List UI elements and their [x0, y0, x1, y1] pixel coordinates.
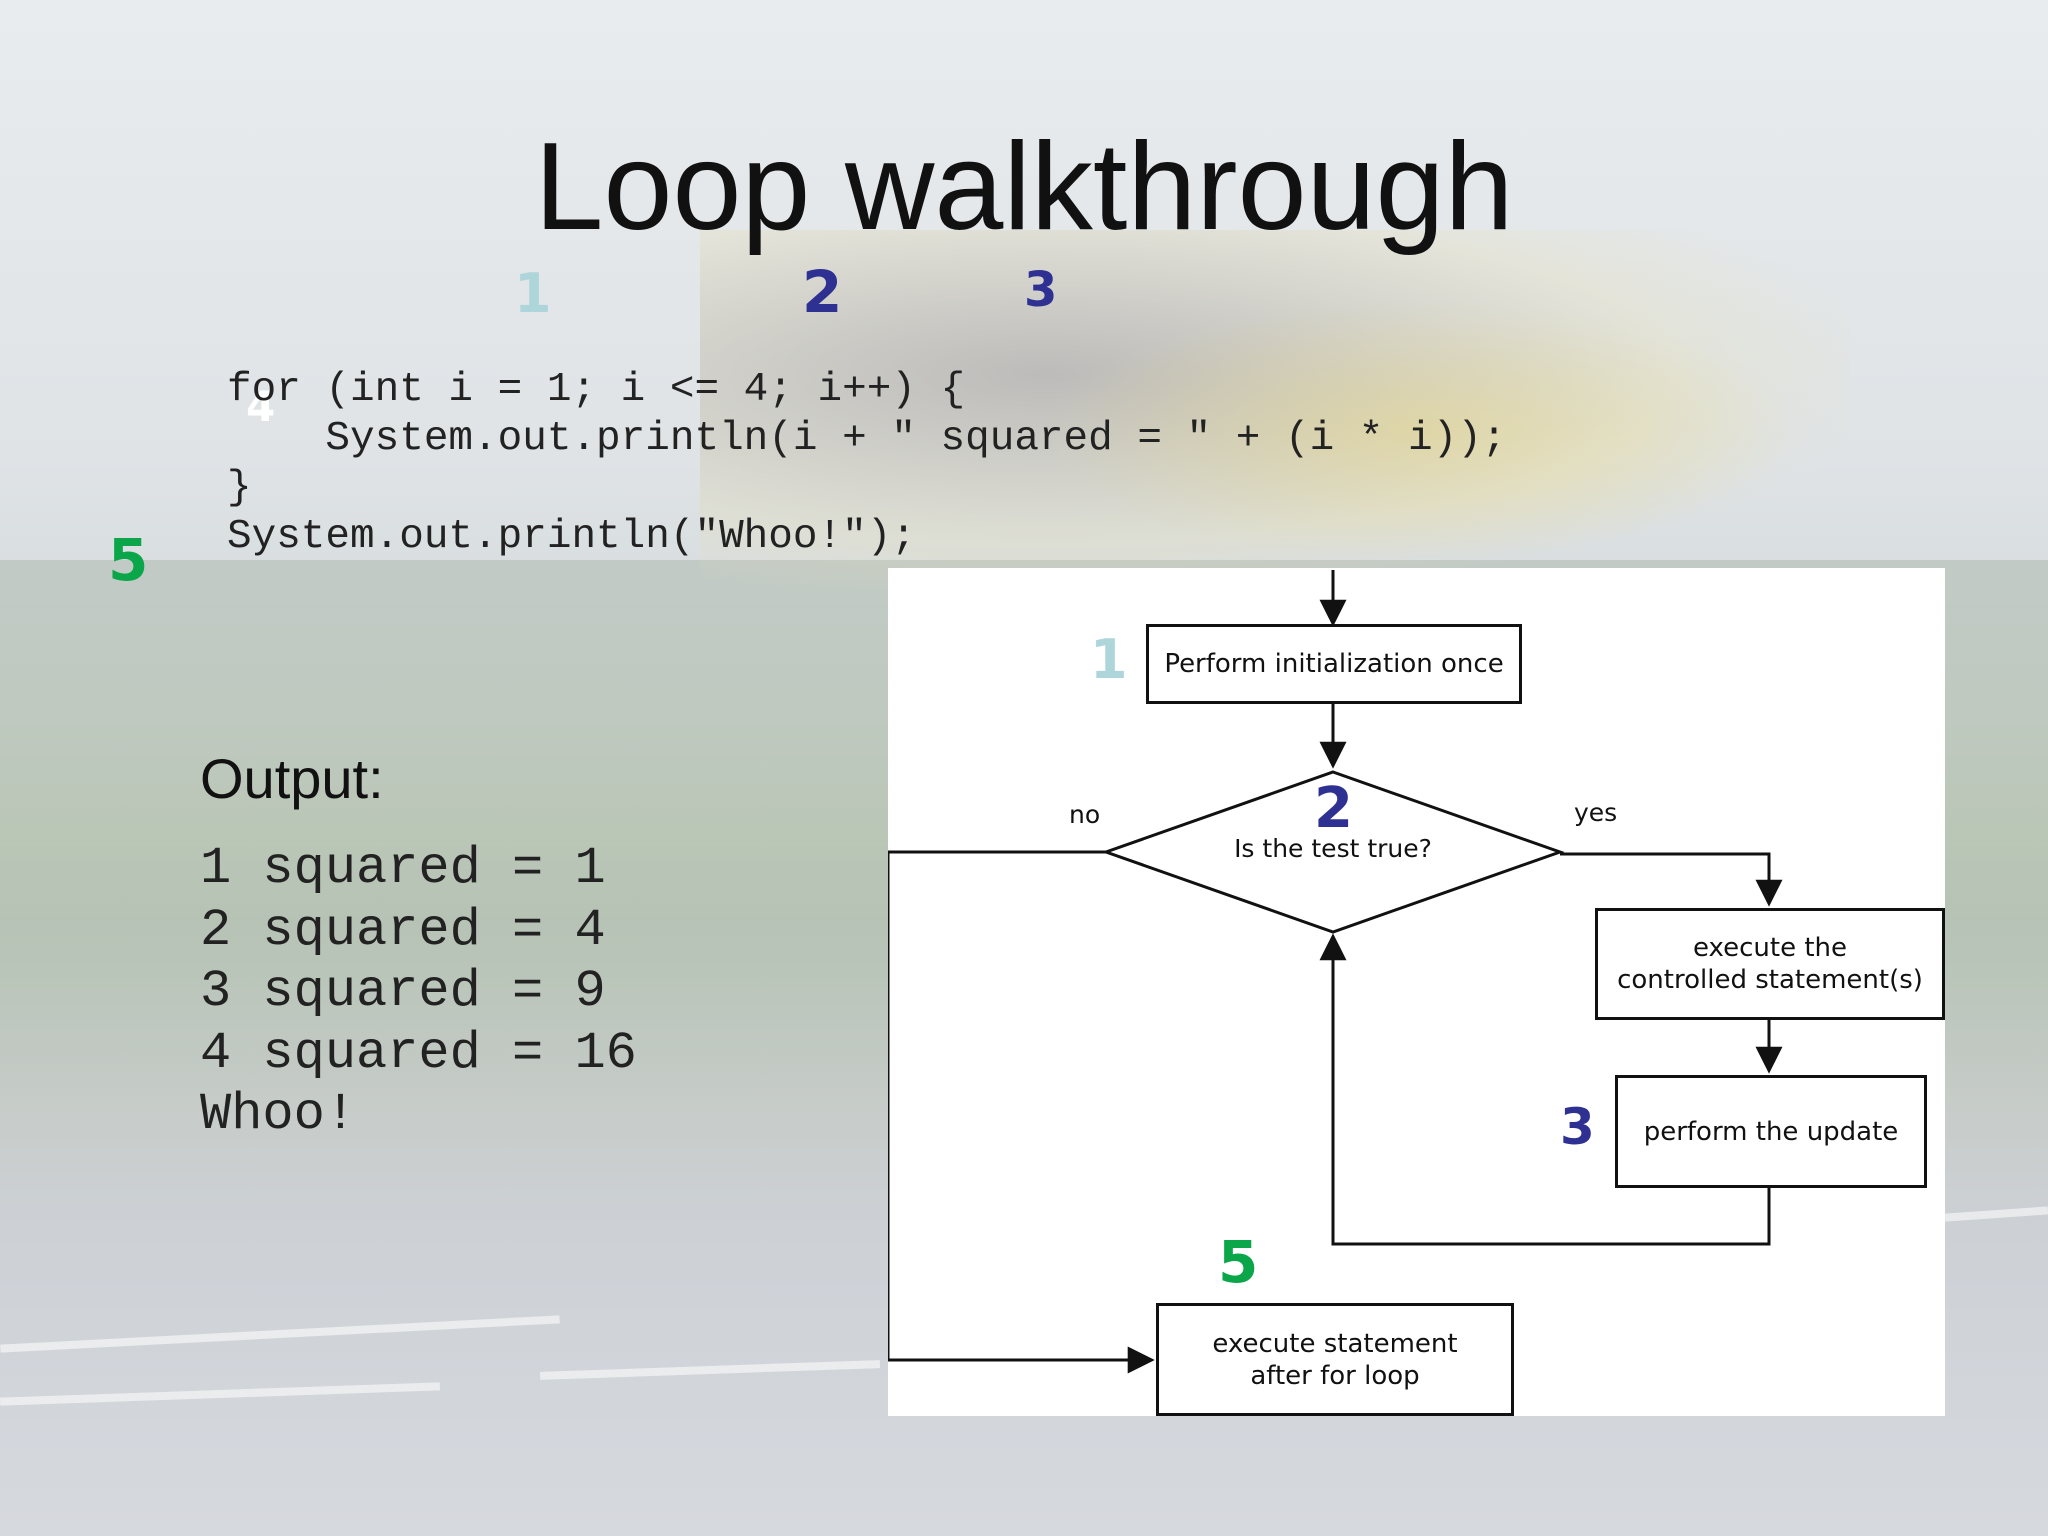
marker-2-flow: 2 — [1314, 776, 1353, 841]
output-label: Output: — [200, 747, 384, 810]
flowchart-connectors — [888, 570, 1783, 1374]
after-loop-box: execute statement after for loop — [1156, 1303, 1514, 1416]
background-runner-shirt — [1040, 300, 1800, 560]
test-diamond — [1101, 770, 1565, 934]
init-box: Perform initialization once — [1146, 624, 1522, 704]
marker-3-flow: 3 — [1560, 1098, 1595, 1156]
marker-1-flow: 1 — [1090, 628, 1128, 691]
update-box: perform the update — [1615, 1075, 1927, 1188]
for-loop-flowchart: Perform initialization once Is the test … — [888, 568, 1945, 1416]
for-loop-code: for (int i = 1; i <= 4; i++) { System.ou… — [227, 367, 1507, 560]
marker-3-code: 3 — [1024, 262, 1058, 318]
marker-4-code: 4 — [246, 382, 276, 431]
no-branch-arrow — [888, 850, 1155, 1374]
background-runner-photo — [700, 230, 1850, 590]
slide-title: Loop walkthrough — [534, 118, 1514, 256]
marker-1-code: 1 — [514, 262, 552, 325]
test-diamond-label: Is the test true? — [1234, 834, 1432, 863]
execute-box: execute the controlled statement(s) — [1595, 908, 1945, 1020]
yes-branch-arrow — [1560, 852, 1783, 907]
marker-2-code: 2 — [802, 258, 843, 326]
loop-back-arrow — [1319, 933, 1771, 1246]
marker-5-code: 5 — [108, 526, 149, 594]
program-output: 1 squared = 1 2 squared = 4 3 squared = … — [200, 839, 637, 1144]
yes-label: yes — [1574, 798, 1618, 827]
marker-5-flow: 5 — [1218, 1228, 1259, 1296]
no-label: no — [1069, 800, 1101, 829]
